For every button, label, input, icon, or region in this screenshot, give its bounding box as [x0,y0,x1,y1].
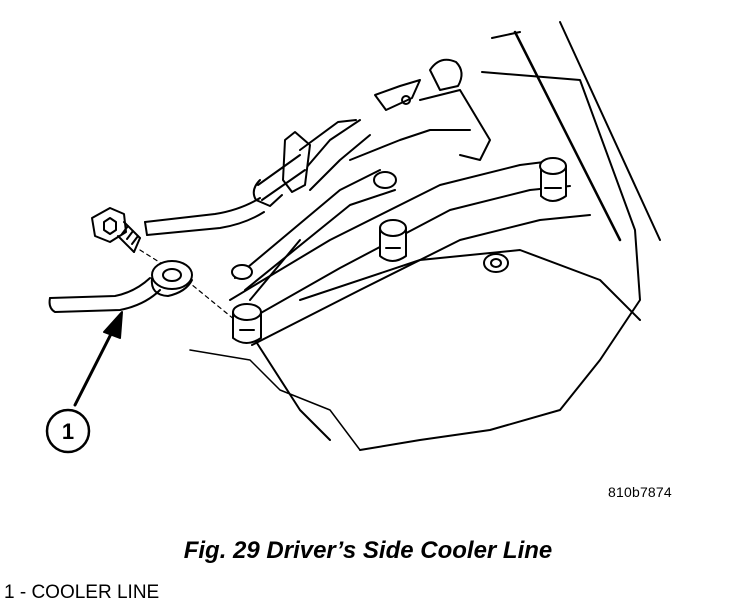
callout-number: 1 [62,419,74,444]
pan-bolt [379,219,407,262]
legend-item: 1 - COOLER LINE [4,582,160,603]
pan-bolt [232,303,262,344]
callout-arrow [73,311,123,407]
figure-reference-code: 810b7874 [608,484,672,500]
callout-circle [45,408,91,454]
cooler-line [48,260,193,313]
alignment-line [139,249,236,321]
figure-caption: Fig. 29 Driver’s Side Cooler Line [183,537,553,564]
banjo-bolt [91,207,141,253]
pan-bolt [539,157,567,202]
boss-hole [483,253,509,273]
cooler-line-diagram: 1 [45,21,661,454]
transmission-case-outline [189,21,661,451]
upper-cooler-line [144,197,265,236]
shift-lever-linkage [231,58,491,291]
